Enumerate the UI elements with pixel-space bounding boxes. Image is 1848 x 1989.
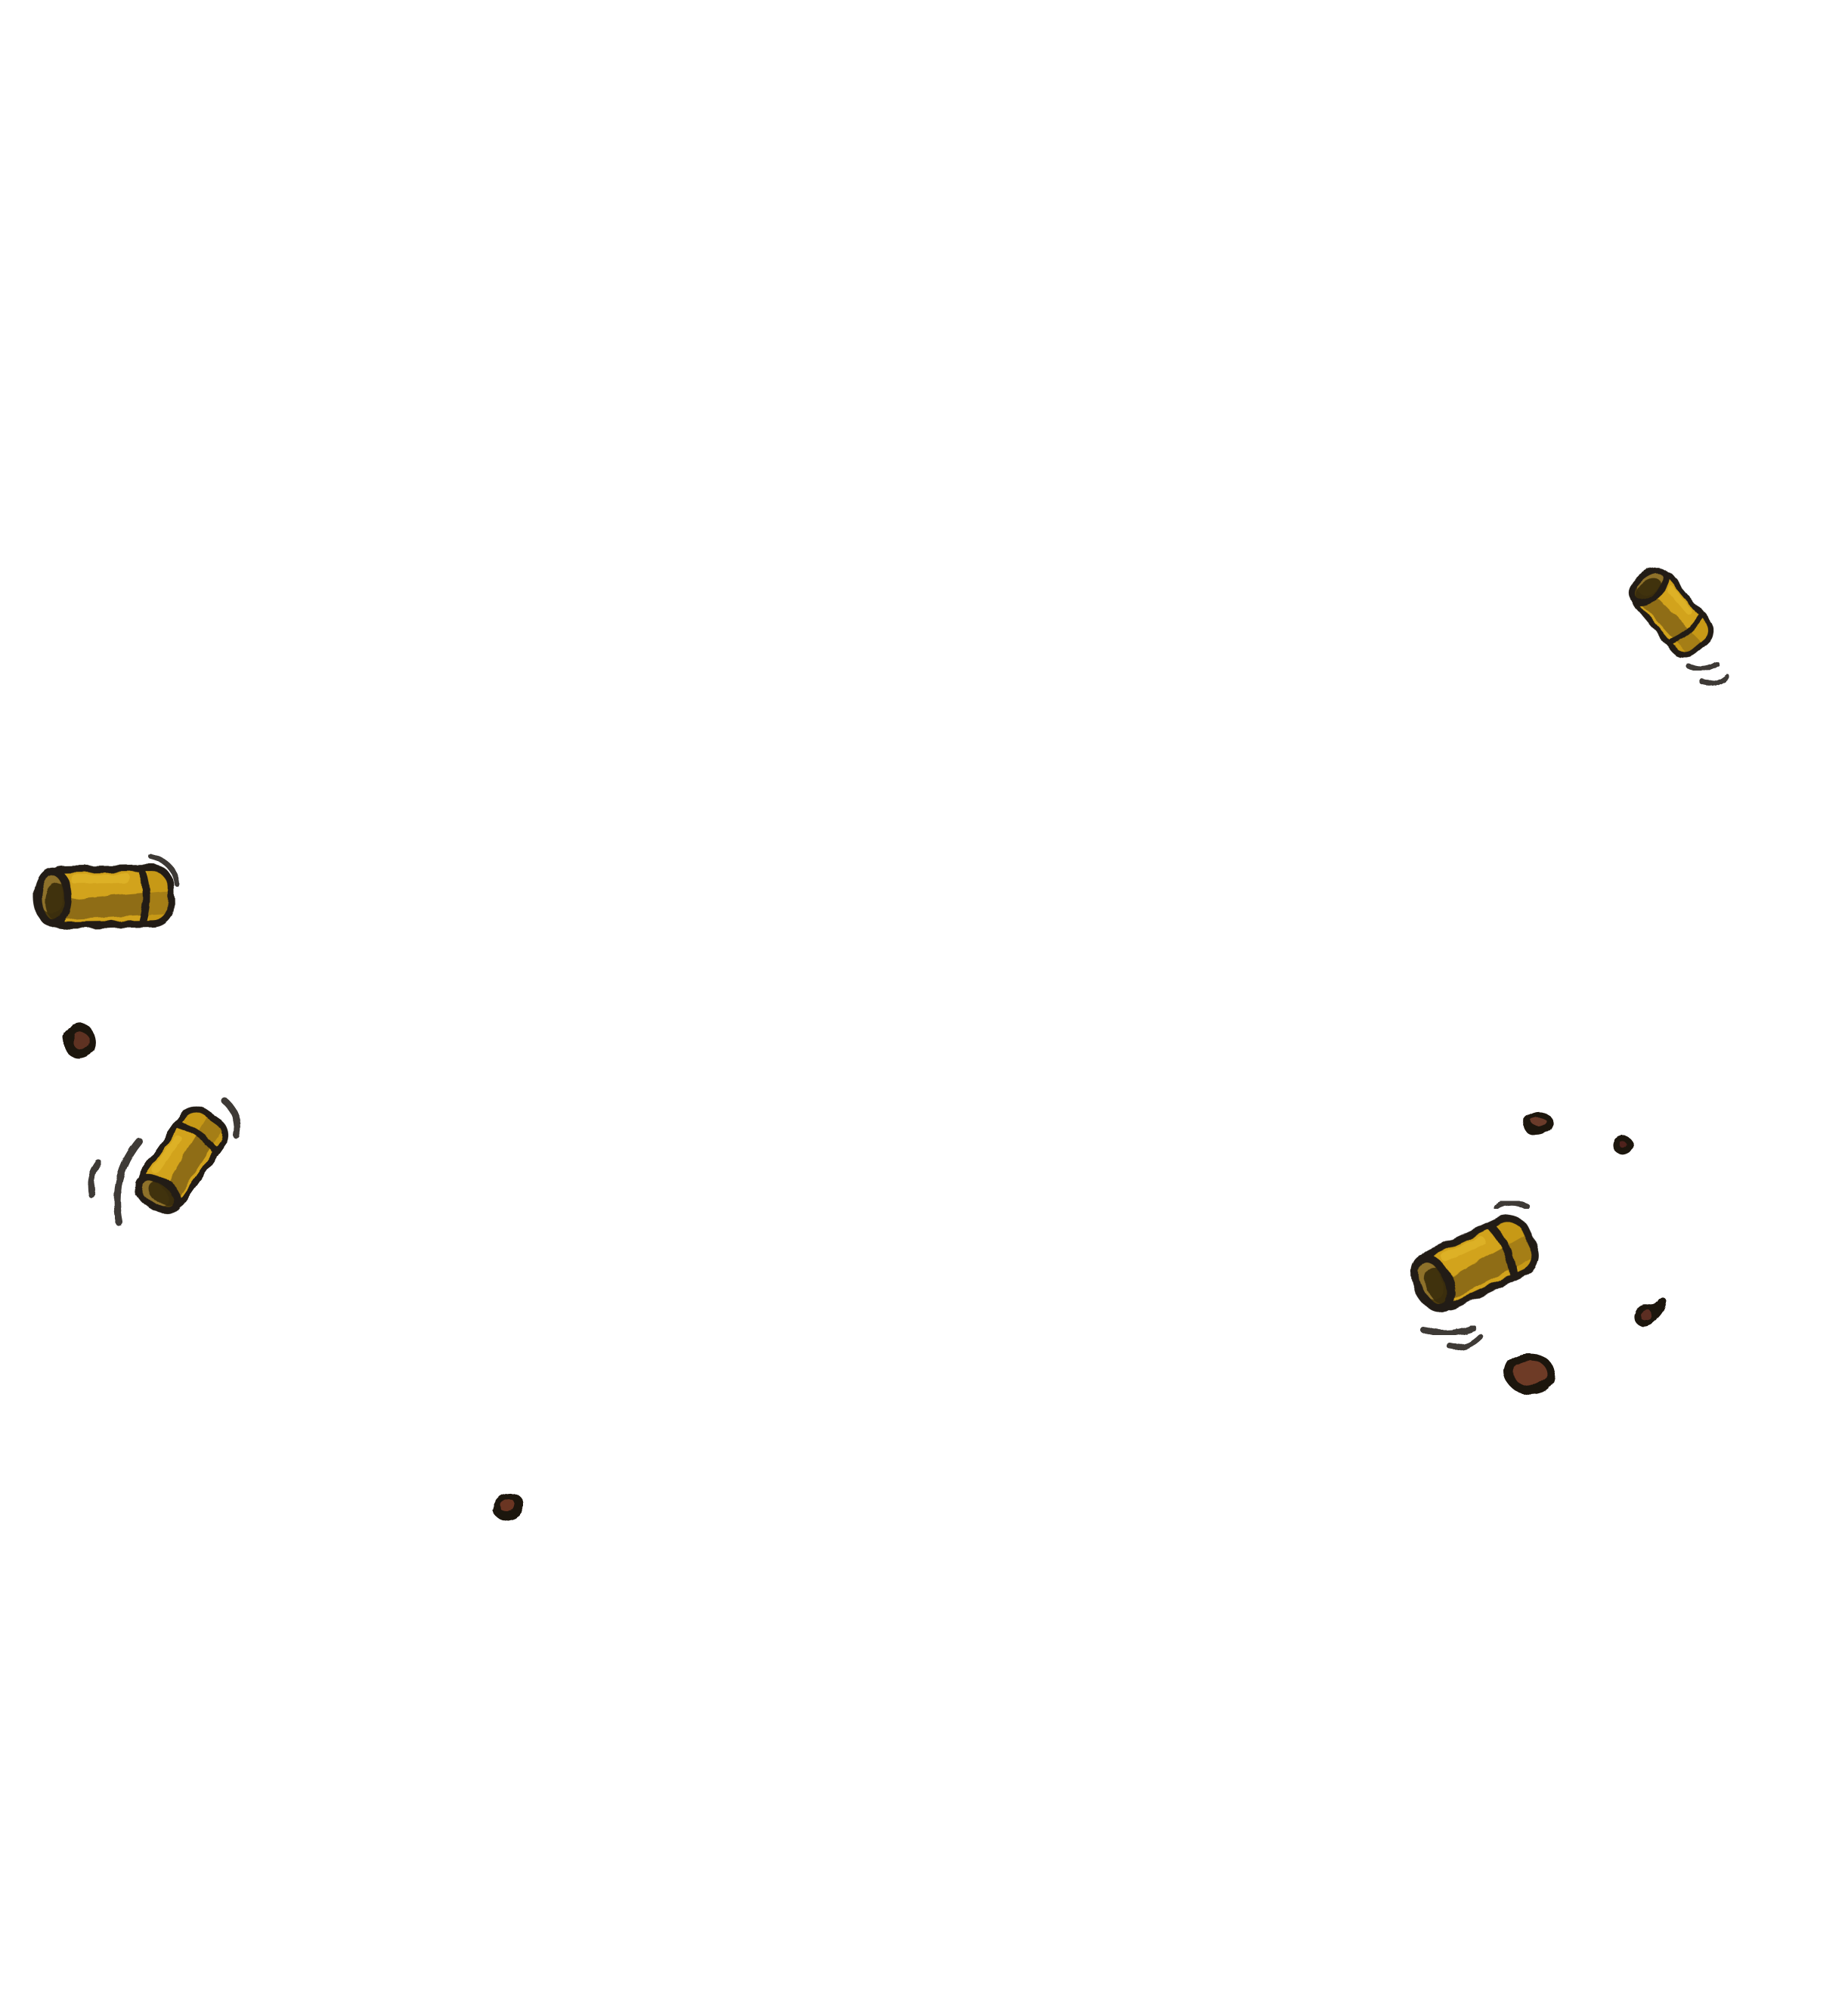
bullet-casing-left-angled [135,1103,232,1214]
motion-line [1685,661,1720,671]
bullet-casing-left [33,864,175,929]
motion-line [1494,1199,1530,1210]
motion-line [1699,673,1729,686]
motion-line [148,854,179,886]
debris-fragment [1522,1111,1553,1135]
bullet-casing-top-right [1628,566,1717,661]
motion-line [1447,1334,1483,1351]
debris-fragment [1504,1353,1555,1395]
debris-fragment [63,1023,95,1058]
debris-fragment [1634,1297,1667,1327]
debris-fragment [492,1492,525,1520]
motion-line [1419,1324,1476,1337]
motion-line [220,1096,241,1139]
motion-line [113,1138,143,1226]
debris-fragment [1613,1135,1633,1155]
bullet-casing-right [1410,1212,1542,1313]
motion-line [87,1159,102,1198]
